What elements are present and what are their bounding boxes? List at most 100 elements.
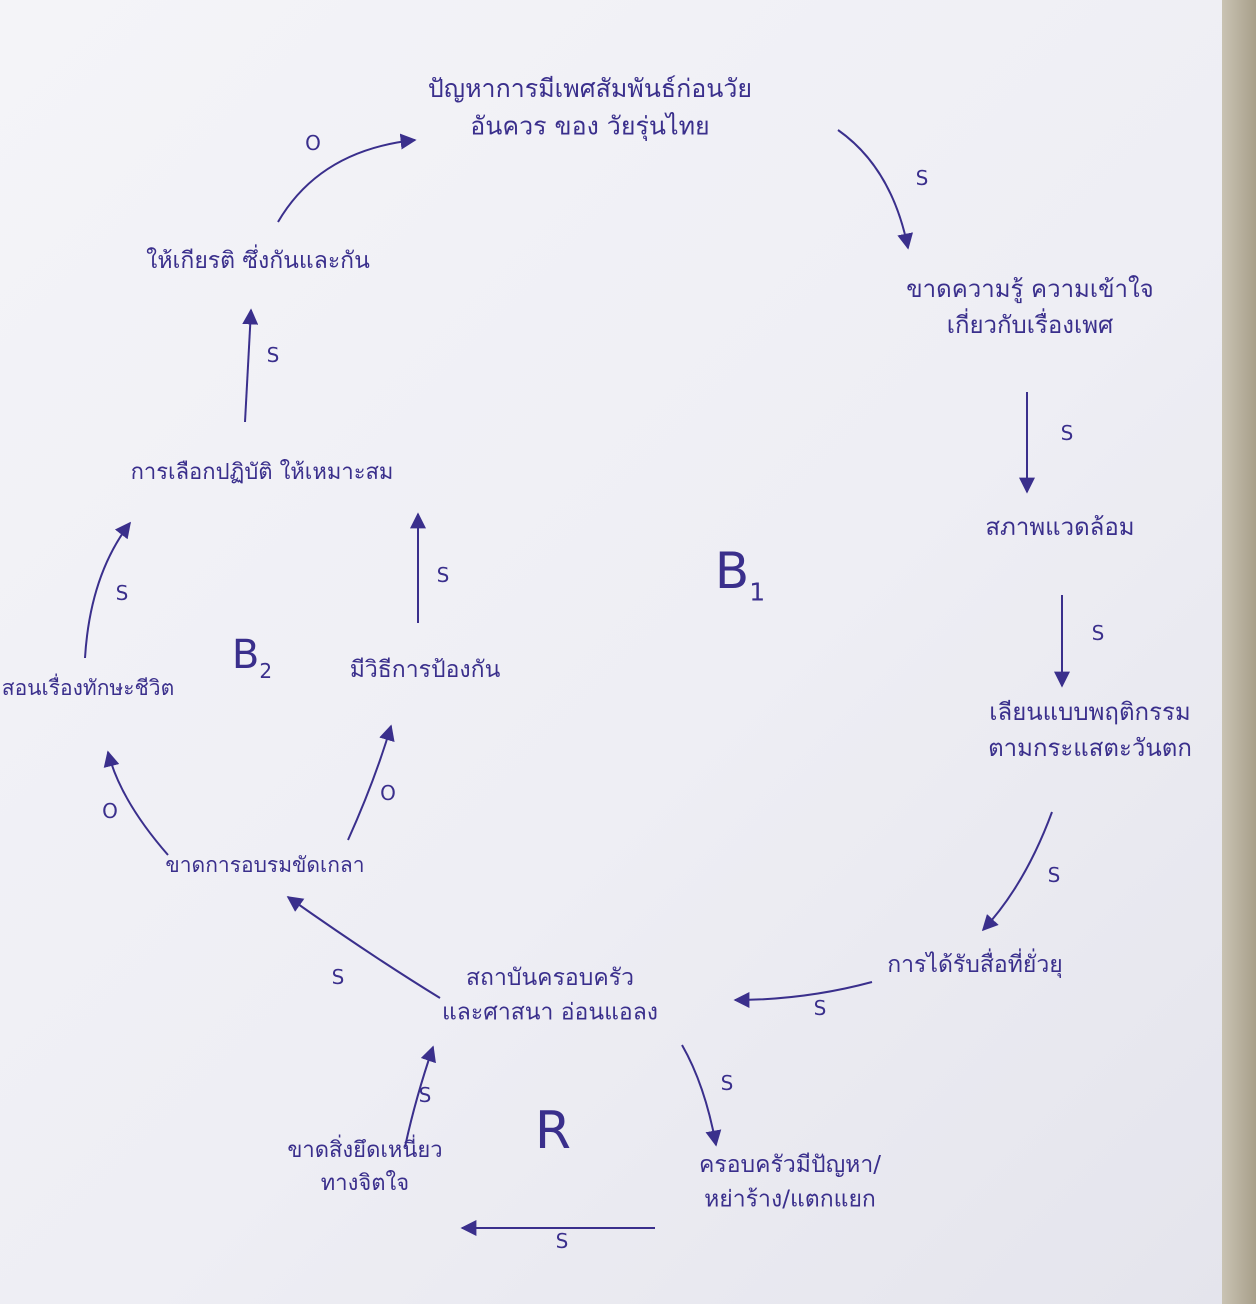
- node-protection: มีวิธีการป้องกัน: [350, 657, 501, 683]
- polarity-label: S: [332, 965, 345, 989]
- link-life-skills-to-proper-behavior: S: [84, 521, 131, 659]
- node-label: ขาดสิ่งยึดเหนี่ยวทางจิตใจ: [287, 1134, 442, 1196]
- polarity-label: S: [116, 581, 129, 605]
- node-label: มีวิธีการป้องกัน: [350, 657, 501, 683]
- polarity-label: S: [1048, 863, 1061, 887]
- link-proper-behavior-to-honor: S: [242, 308, 280, 423]
- polarity-label: S: [419, 1083, 432, 1107]
- node-label-line: การเลือกปฏิบัติ ให้เหมาะสม: [131, 459, 394, 485]
- polarity-label: S: [1061, 421, 1074, 445]
- link-family-problems-to-no-anchor: S: [460, 1220, 655, 1253]
- polarity-label: O: [102, 799, 118, 823]
- node-label: ครอบครัวมีปัญหา/หย่าร้าง/แตกแยก: [699, 1152, 881, 1213]
- node-label: ให้เกียรติ ซึ่งกันและกัน: [146, 244, 370, 274]
- node-label: สอนเรื่องทักษะชีวิต: [2, 673, 174, 700]
- node-label-line: สถาบันครอบครัว: [466, 965, 634, 991]
- node-life-skills: สอนเรื่องทักษะชีวิต: [2, 673, 174, 700]
- node-environment: สภาพแวดล้อม: [985, 513, 1134, 541]
- link-media-to-family-religion: S: [733, 981, 873, 1020]
- links-layer: O S S S S S S S S S O O S S S: [84, 129, 1105, 1253]
- link-arrow: [242, 308, 259, 423]
- node-label: ขาดความรู้ ความเข้าใจเกี่ยวกับเรื่องเพศ: [906, 275, 1154, 339]
- loop-subscript: 2: [259, 659, 272, 683]
- polarity-label: S: [437, 563, 450, 587]
- node-label: สถาบันครอบครัวและศาสนา อ่อนแอลง: [442, 965, 658, 1026]
- node-label-line: มีวิธีการป้องกัน: [350, 657, 501, 683]
- link-honor-to-teen-sex: O: [277, 131, 417, 223]
- node-proper-behavior: การเลือกปฏิบัติ ให้เหมาะสม: [131, 459, 394, 485]
- node-media: การได้รับสื่อที่ยั่วยุ: [887, 948, 1063, 978]
- polarity-label: O: [380, 781, 396, 805]
- node-label-line: ทางจิตใจ: [321, 1170, 409, 1196]
- node-label-line: ขาดสิ่งยึดเหนี่ยว: [287, 1134, 442, 1163]
- node-label-line: และศาสนา อ่อนแอลง: [442, 1000, 658, 1026]
- link-teen-sex-to-lack-knowledge: S: [837, 129, 929, 250]
- link-lack-training-to-life-skills: O: [102, 750, 169, 856]
- polarity-label: O: [305, 131, 321, 155]
- node-label-line: สอนเรื่องทักษะชีวิต: [2, 673, 174, 700]
- node-label-line: อันควร ของ วัยรุ่นไทย: [470, 112, 709, 142]
- loop-letter: B: [715, 542, 749, 600]
- link-family-religion-to-family-problems: S: [681, 1044, 734, 1147]
- node-teen-sex: ปัญหาการมีเพศสัมพันธ์ก่อนวัยอันควร ของ ว…: [428, 74, 752, 142]
- node-label-line: เลียนแบบพฤติกรรม: [989, 698, 1190, 726]
- node-label-line: หย่าร้าง/แตกแยก: [704, 1187, 876, 1213]
- link-no-anchor-to-family-religion: S: [404, 1045, 436, 1148]
- node-no-anchor: ขาดสิ่งยึดเหนี่ยวทางจิตใจ: [287, 1134, 442, 1196]
- link-environment-to-imitate-west: S: [1054, 595, 1105, 688]
- node-label: การเลือกปฏิบัติ ให้เหมาะสม: [131, 459, 394, 485]
- loop-label-b1: B1: [715, 542, 765, 607]
- paper-edge: [1222, 0, 1256, 1304]
- node-label-line: ตามกระแสตะวันตก: [988, 734, 1192, 762]
- link-arrow: [277, 133, 417, 223]
- node-label: ปัญหาการมีเพศสัมพันธ์ก่อนวัยอันควร ของ ว…: [428, 74, 752, 142]
- node-label-line: ให้เกียรติ ซึ่งกันและกัน: [146, 244, 370, 274]
- polarity-label: S: [556, 1229, 569, 1253]
- node-label-line: ขาดความรู้ ความเข้าใจ: [906, 275, 1154, 304]
- link-arrow: [981, 811, 1053, 932]
- node-lack-knowledge: ขาดความรู้ ความเข้าใจเกี่ยวกับเรื่องเพศ: [906, 275, 1154, 339]
- link-arrow: [837, 129, 914, 250]
- node-label: ขาดการอบรมขัดเกลา: [165, 853, 364, 877]
- node-label-line: ครอบครัวมีปัญหา/: [699, 1152, 881, 1178]
- link-arrow: [286, 896, 441, 999]
- loop-letter: R: [535, 1101, 571, 1161]
- node-label: การได้รับสื่อที่ยั่วยุ: [887, 948, 1063, 978]
- loop-subscript: 1: [749, 578, 765, 607]
- polarity-label: S: [1092, 621, 1105, 645]
- link-lack-training-to-protection: O: [347, 724, 396, 841]
- polarity-label: S: [267, 343, 280, 367]
- node-family-religion: สถาบันครอบครัวและศาสนา อ่อนแอลง: [442, 965, 658, 1026]
- loop-label-r: R: [535, 1101, 571, 1161]
- node-honor: ให้เกียรติ ซึ่งกันและกัน: [146, 244, 370, 274]
- node-label-line: ปัญหาการมีเพศสัมพันธ์ก่อนวัย: [428, 74, 752, 103]
- node-label-line: สภาพแวดล้อม: [985, 513, 1134, 541]
- link-protection-to-proper-behavior: S: [410, 512, 450, 623]
- link-arrow: [733, 981, 873, 1008]
- polarity-label: S: [721, 1071, 734, 1095]
- node-label-line: เกี่ยวกับเรื่องเพศ: [947, 308, 1114, 339]
- link-arrow: [84, 521, 131, 659]
- link-arrow: [347, 724, 395, 841]
- link-lack-knowledge-to-environment: S: [1019, 392, 1074, 494]
- node-label: เลียนแบบพฤติกรรมตามกระแสตะวันตก: [988, 698, 1192, 762]
- polarity-label: S: [916, 166, 929, 190]
- node-imitate-west: เลียนแบบพฤติกรรมตามกระแสตะวันตก: [988, 698, 1192, 762]
- link-arrow: [103, 750, 169, 856]
- node-lack-training: ขาดการอบรมขัดเกลา: [165, 853, 364, 877]
- link-imitate-west-to-media: S: [981, 811, 1061, 932]
- link-arrow: [681, 1044, 722, 1147]
- nodes-layer: ปัญหาการมีเพศสัมพันธ์ก่อนวัยอันควร ของ ว…: [2, 74, 1192, 1213]
- link-family-religion-to-lack-training: S: [286, 896, 441, 999]
- loop-letter: B: [232, 632, 259, 678]
- node-family-problems: ครอบครัวมีปัญหา/หย่าร้าง/แตกแยก: [699, 1152, 881, 1213]
- polarity-label: S: [814, 996, 827, 1020]
- link-arrow: [404, 1045, 436, 1148]
- node-label-line: การได้รับสื่อที่ยั่วยุ: [887, 948, 1063, 978]
- node-label-line: ขาดการอบรมขัดเกลา: [165, 853, 364, 877]
- node-label: สภาพแวดล้อม: [985, 513, 1134, 541]
- loop-label-b2: B2: [232, 632, 272, 683]
